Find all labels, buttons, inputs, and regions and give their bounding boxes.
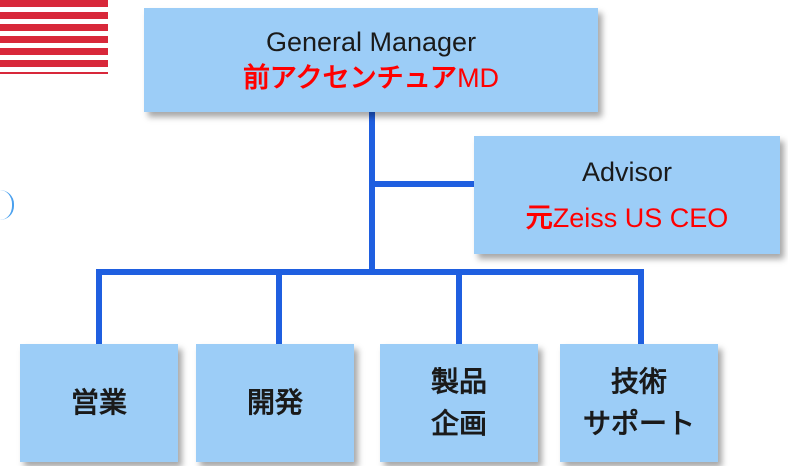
department-label: 開発 <box>246 387 303 418</box>
department-box-development: 開発 <box>196 344 354 462</box>
department-label: 営業 <box>70 387 127 418</box>
department-label-line2: 企画 <box>430 408 487 439</box>
advisor-title: Advisor <box>581 157 673 187</box>
connector-dept-3 <box>456 269 462 345</box>
advisor-former: 元Zeiss US CEO <box>526 195 729 241</box>
department-label-line1: 技術 <box>610 366 667 397</box>
general-manager-former: 前アクセンチュアMD <box>243 60 499 96</box>
connector-gm-vertical <box>369 112 375 272</box>
department-box-product-planning: 製品 企画 <box>380 344 538 462</box>
department-label-line1: 製品 <box>430 366 487 397</box>
connector-advisor-branch <box>369 181 475 187</box>
advisor-box: Advisor 元Zeiss US CEO <box>474 136 780 254</box>
general-manager-former-prefix: 前アクセンチュア <box>242 63 458 93</box>
decorative-arc <box>0 190 14 220</box>
general-manager-title: General Manager <box>265 27 477 57</box>
general-manager-former-role: MD <box>457 63 500 93</box>
connector-dept-horizontal <box>96 269 644 275</box>
connector-dept-2 <box>276 269 282 345</box>
general-manager-box: General Manager 前アクセンチュアMD <box>144 8 598 112</box>
advisor-former-prefix: 元 <box>525 203 553 233</box>
department-box-sales: 営業 <box>20 344 178 462</box>
advisor-former-role: Zeiss US CEO <box>552 203 729 233</box>
department-box-tech-support: 技術 サポート <box>560 344 718 462</box>
us-flag-fragment <box>0 0 108 74</box>
connector-dept-1 <box>96 269 102 345</box>
connector-dept-4 <box>638 269 644 345</box>
department-label-line2: サポート <box>582 408 695 439</box>
